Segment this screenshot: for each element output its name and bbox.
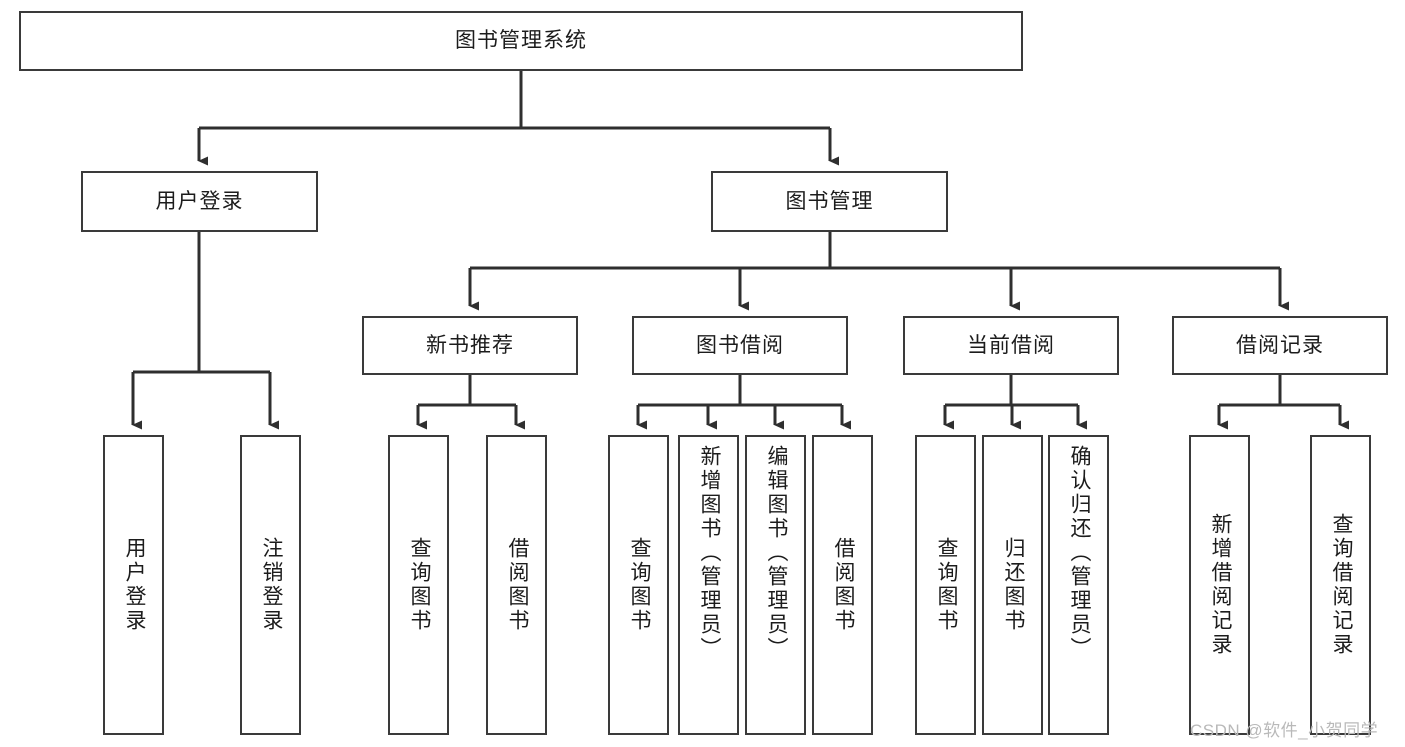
node-leaf-edit-book-label: 编辑图书（管理员） bbox=[764, 445, 788, 661]
node-book-borrow-label: 图书借阅 bbox=[696, 333, 784, 357]
node-user-login-label: 用户登录 bbox=[155, 189, 244, 213]
node-leaf-query-book-borrow-label: 查询图书 bbox=[627, 537, 651, 633]
node-leaf-query-book-current[interactable]: 查询图书 bbox=[915, 435, 976, 735]
node-new-book-recommend[interactable]: 新书推荐 bbox=[362, 316, 578, 375]
node-leaf-user-login[interactable]: 用户登录 bbox=[103, 435, 164, 735]
node-new-book-recommend-label: 新书推荐 bbox=[426, 333, 514, 357]
node-borrow-record-label: 借阅记录 bbox=[1236, 333, 1324, 357]
node-leaf-borrow-book-recommend-label: 借阅图书 bbox=[505, 537, 529, 633]
node-leaf-query-book-recommend-label: 查询图书 bbox=[407, 537, 431, 633]
node-leaf-borrow-book[interactable]: 借阅图书 bbox=[812, 435, 873, 735]
node-leaf-edit-book[interactable]: 编辑图书（管理员） bbox=[745, 435, 806, 735]
node-leaf-user-logout-label: 注销登录 bbox=[259, 537, 283, 633]
node-borrow-record[interactable]: 借阅记录 bbox=[1172, 316, 1388, 375]
node-leaf-user-logout[interactable]: 注销登录 bbox=[240, 435, 301, 735]
node-leaf-confirm-return-label: 确认归还（管理员） bbox=[1067, 445, 1091, 661]
node-book-management-label: 图书管理 bbox=[785, 189, 874, 213]
node-leaf-add-book[interactable]: 新增图书（管理员） bbox=[678, 435, 739, 735]
node-leaf-borrow-book-label: 借阅图书 bbox=[831, 537, 855, 633]
node-root[interactable]: 图书管理系统 bbox=[19, 11, 1023, 71]
node-user-login[interactable]: 用户登录 bbox=[81, 171, 318, 232]
watermark: CSDN @软件_小贺同学 bbox=[1190, 721, 1379, 740]
node-leaf-return-book-label: 归还图书 bbox=[1001, 537, 1025, 633]
node-leaf-return-book[interactable]: 归还图书 bbox=[982, 435, 1043, 735]
node-leaf-query-book-current-label: 查询图书 bbox=[934, 537, 958, 633]
node-leaf-add-book-label: 新增图书（管理员） bbox=[697, 445, 721, 661]
node-root-label: 图书管理系统 bbox=[455, 29, 587, 53]
node-leaf-query-borrow-record[interactable]: 查询借阅记录 bbox=[1310, 435, 1371, 735]
node-leaf-query-book-borrow[interactable]: 查询图书 bbox=[608, 435, 669, 735]
node-current-borrow[interactable]: 当前借阅 bbox=[903, 316, 1119, 375]
node-leaf-add-borrow-record[interactable]: 新增借阅记录 bbox=[1189, 435, 1250, 735]
node-leaf-confirm-return[interactable]: 确认归还（管理员） bbox=[1048, 435, 1109, 735]
node-leaf-user-login-label: 用户登录 bbox=[122, 537, 146, 633]
node-leaf-query-book-recommend[interactable]: 查询图书 bbox=[388, 435, 449, 735]
node-leaf-add-borrow-record-label: 新增借阅记录 bbox=[1208, 513, 1232, 657]
node-leaf-borrow-book-recommend[interactable]: 借阅图书 bbox=[486, 435, 547, 735]
node-book-management[interactable]: 图书管理 bbox=[711, 171, 948, 232]
node-current-borrow-label: 当前借阅 bbox=[967, 333, 1055, 357]
node-book-borrow[interactable]: 图书借阅 bbox=[632, 316, 848, 375]
node-leaf-query-borrow-record-label: 查询借阅记录 bbox=[1329, 513, 1353, 657]
